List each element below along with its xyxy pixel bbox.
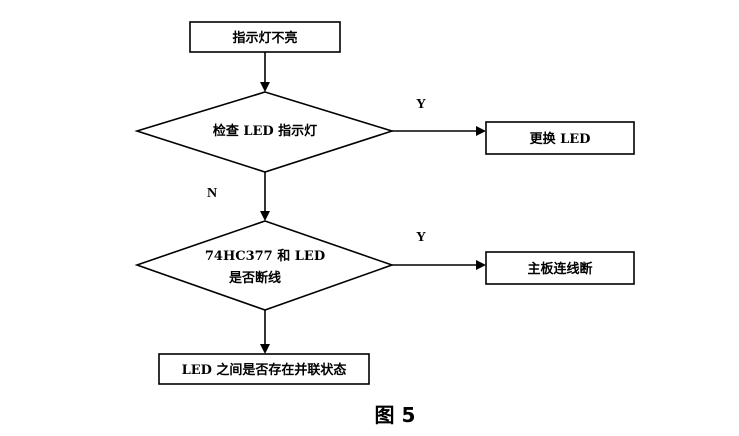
edge-label-yes-1: Y xyxy=(416,97,426,112)
arrowhead-1 xyxy=(260,82,270,92)
decision-check-broken xyxy=(134,220,395,311)
node-mainboard-broken-label: 主板连线断 xyxy=(527,261,592,277)
node-replace-led-label: 更换 LED xyxy=(530,131,591,147)
node-mainboard-broken-box xyxy=(485,251,635,285)
arrowhead-3 xyxy=(260,211,270,221)
decision-check-led-label: 检查 LED 指示灯 xyxy=(213,123,317,139)
arrowhead-4 xyxy=(476,260,486,270)
edge-label-no-1: N xyxy=(207,186,217,201)
node-parallel-state-box xyxy=(158,353,370,385)
arrowhead-2 xyxy=(476,126,486,136)
node-replace-led-box xyxy=(485,121,635,155)
node-start-box xyxy=(189,21,341,53)
arrowhead-5 xyxy=(260,344,270,354)
node-parallel-state-label: LED 之间是否存在并联状态 xyxy=(182,362,347,378)
node-start-label: 指示灯不亮 xyxy=(232,30,297,46)
decision-check-broken-label-line1: 74HC377 和 LED xyxy=(205,248,325,264)
decision-check-broken-label-line2: 是否断线 xyxy=(228,270,281,286)
figure-caption: 图 5 xyxy=(375,403,416,427)
edge-label-yes-2: Y xyxy=(416,230,426,245)
